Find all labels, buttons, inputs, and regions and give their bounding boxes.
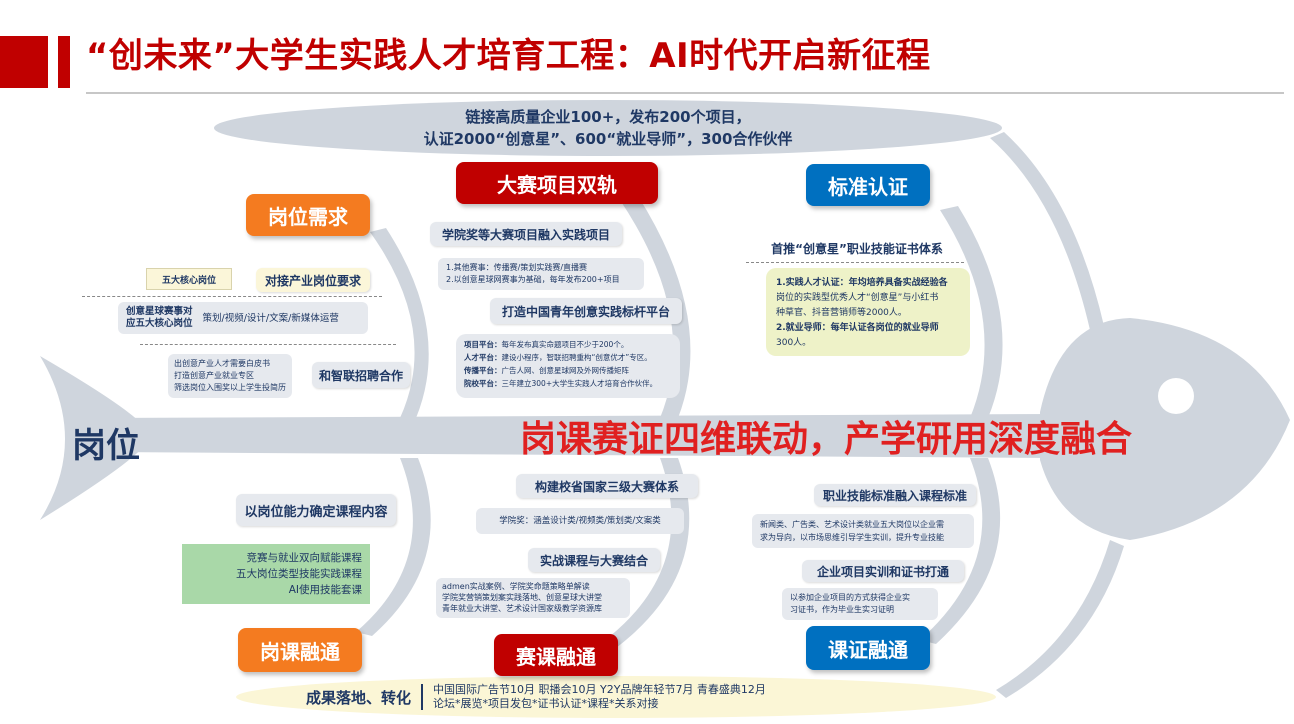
upper-bone-right	[940, 206, 1003, 418]
summary-text: 链接高质量企业100+，发布200个项目， 认证2000“创意星”、600“就业…	[423, 108, 793, 148]
skill-standard-pill: 职业技能标准融入课程标准	[814, 484, 976, 506]
standard-cert-divider	[746, 262, 964, 263]
standard-cert-note: 1.实践人才认证：年均培养具备实战经验各 岗位的实践型优秀人才“创意星”与小红书…	[766, 268, 970, 356]
outcome-label: 成果落地、转化	[306, 688, 412, 707]
outcome-connector	[996, 540, 1124, 698]
lower-bone-right	[920, 458, 1001, 644]
fish-head	[1040, 318, 1290, 540]
summary-connector	[990, 132, 1104, 330]
page-title: “创未来”大学生实践人才培育工程：AI时代开启新征程	[86, 36, 931, 76]
three-level-contest-pill: 构建校省国家三级大赛体系	[516, 474, 698, 498]
lower-bone-left	[356, 458, 431, 636]
summary-ellipse	[214, 100, 1002, 156]
course-content-pill: 以岗位能力确定课程内容	[236, 494, 396, 526]
outcome-details: 中国国际广告节10月 职播会10月 Y2Y品牌年轻节7月 青春盛典12月 论坛*…	[433, 683, 766, 710]
creative-star-pill: 首推“创意星”职业技能证书体系	[771, 241, 943, 256]
core-roles-tag: 五大核心岗位	[146, 268, 232, 290]
outcome-ellipse	[236, 676, 996, 718]
recruit-partnership-pill: 和智联招聘合作	[312, 362, 410, 388]
spine-tail-label: 岗位	[72, 426, 140, 466]
fish-eye	[1158, 378, 1194, 414]
badge-contest-course: 赛课融通	[494, 634, 618, 676]
fish-spine	[100, 414, 1060, 458]
upper-bone-left	[370, 228, 429, 418]
spine-head-label: 岗课赛证四维联动，产学研用深度融合	[520, 419, 1133, 460]
job-demand-divider-1	[82, 296, 382, 297]
contest-integration-pill: 学院奖等大赛项目融入实践项目	[430, 222, 622, 246]
practice-course-pill: 实战课程与大赛结合	[528, 548, 660, 572]
recruit-note: 出创意产业人才需要白皮书 打造创意产业就业专区 筛选岗位入围奖以上学生投简历	[168, 354, 292, 398]
contest-roles-note: 创意星球赛事对 应五大核心岗位 策划/视频/设计/文案/新媒体运营	[118, 302, 368, 334]
outcome-strip: 成果落地、转化 中国国际广告节10月 职播会10月 Y2Y品牌年轻节7月 青春盛…	[236, 676, 996, 718]
platform-note: 项目平台：每年发布真实命题项目不少于200个。 人才平台：建设小程序，智联招聘重…	[456, 334, 680, 398]
badge-job-demand: 岗位需求	[246, 194, 370, 236]
skill-standard-note: 新闻类、广告类、艺术设计类就业五大岗位以企业需 求为导向，以市场思维引导学生实训…	[752, 514, 974, 548]
industry-demand-pill: 对接产业岗位要求	[256, 268, 370, 292]
header-divider	[86, 92, 1284, 94]
enterprise-project-pill: 企业项目实训和证书打通	[802, 560, 964, 582]
fish-tail	[40, 356, 150, 520]
badge-job-course: 岗课融通	[238, 628, 362, 672]
course-list-note: 竞赛与就业双向赋能课程 五大岗位类型技能实践课程 AI使用技能套课	[182, 544, 370, 604]
platform-pill: 打造中国青年创意实践标杆平台	[490, 298, 682, 324]
badge-contest-dual: 大赛项目双轨	[456, 162, 658, 204]
contest-other-note: 1.其他赛事：传播赛/策划实践赛/直播赛 2.以创意星球网赛事为基础，每年发布2…	[438, 258, 644, 290]
outcome-separator	[421, 684, 424, 710]
job-demand-divider-2	[140, 344, 396, 345]
header-accent-bar-right	[58, 36, 70, 88]
practice-course-note: admen实战案例、学院奖命题策略单解读 学院奖营销策划案实践落地、创意星球大讲…	[436, 578, 630, 618]
badge-course-cert: 课证融通	[806, 626, 930, 670]
enterprise-project-note: 以参加企业项目的方式获得企业实 习证书，作为毕业生实习证明	[782, 588, 938, 620]
college-award-note: 学院奖：涵盖设计类/视频类/策划类/文案类	[476, 508, 684, 534]
header-accent-bar-left	[0, 36, 48, 88]
badge-standard-cert: 标准认证	[806, 164, 930, 206]
